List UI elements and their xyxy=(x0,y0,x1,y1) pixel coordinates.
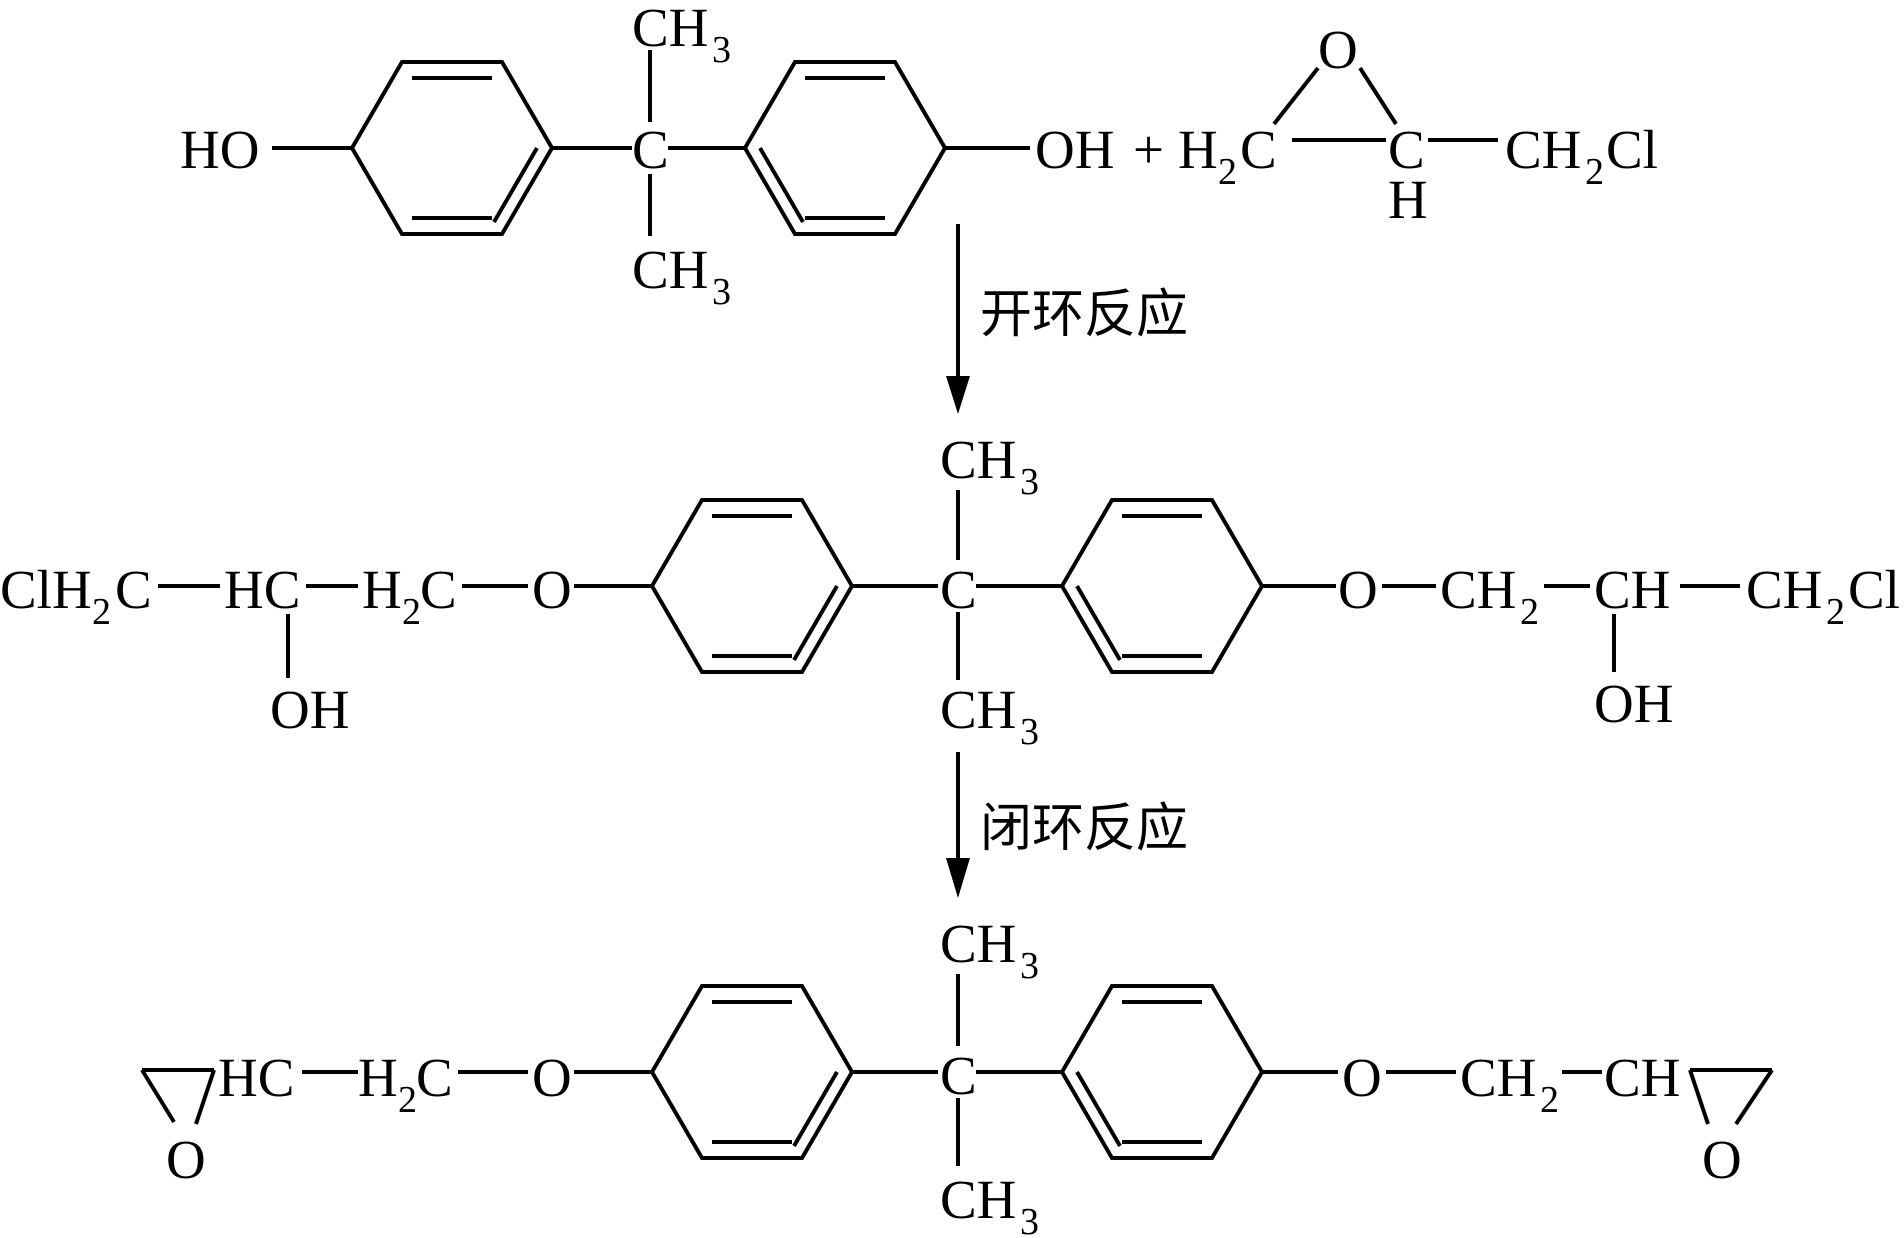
carbon-label: C xyxy=(416,1047,453,1108)
epoxide-oxygen-label: O xyxy=(1318,19,1358,80)
methyl-label: CH xyxy=(632,0,708,58)
methyl-label: CH xyxy=(940,1169,1016,1230)
reaction-arrow xyxy=(946,224,970,414)
hydrogen-label: H xyxy=(1388,169,1428,230)
chloromethyl-label: ClH xyxy=(0,559,92,620)
benzene-ring xyxy=(1059,984,1265,1160)
chlorohydrin-ether-molecule: ClH 2 C HC OH H 2 C O C CH 3 CH 3 xyxy=(0,429,1900,753)
benzene-ring xyxy=(649,984,855,1160)
quaternary-carbon-label: C xyxy=(940,559,977,620)
subscript-label: 2 xyxy=(1520,591,1539,633)
subscript-label: 2 xyxy=(92,591,111,633)
carbon-label: C xyxy=(1240,119,1277,180)
subscript-label: 2 xyxy=(398,1079,417,1121)
ether-oxygen-label: O xyxy=(1338,559,1378,620)
plus-sign: + xyxy=(1133,119,1164,180)
epoxide-oxygen-label: O xyxy=(1702,1129,1742,1190)
methylene-label: H xyxy=(362,559,402,620)
subscript-label: 3 xyxy=(1020,461,1039,503)
ring-opening-label: 开环反应 xyxy=(980,285,1188,345)
methine-label: HC xyxy=(218,1047,294,1108)
carbon-label: C xyxy=(420,559,457,620)
subscript-label: 2 xyxy=(1540,1079,1559,1121)
subscript-label: 2 xyxy=(1585,151,1604,193)
methylene-label: CH xyxy=(1440,559,1516,620)
ether-oxygen-label: O xyxy=(532,1047,572,1108)
quaternary-carbon-label: C xyxy=(940,1045,977,1106)
subscript-label: 3 xyxy=(1020,1201,1039,1238)
benzene-ring xyxy=(1059,498,1265,674)
methine-label: CH xyxy=(1604,1047,1680,1108)
methine-label: CH xyxy=(1594,559,1670,620)
benzene-ring xyxy=(649,498,855,674)
methyl-label: CH xyxy=(940,429,1016,490)
subscript-label: 3 xyxy=(712,271,731,313)
epichlorohydrin-molecule: H 2 C O C H CH 2 Cl xyxy=(1178,19,1658,230)
methylene-label: H xyxy=(358,1047,398,1108)
chlorine-label: Cl xyxy=(1606,119,1658,180)
methyl-label: CH xyxy=(940,679,1016,740)
chloromethyl-label: CH xyxy=(1746,559,1822,620)
diglycidyl-ether-molecule: O HC H 2 C O C CH 3 CH 3 O CH xyxy=(140,913,1774,1238)
bisphenol-a-molecule: HO C CH 3 CH 3 OH xyxy=(180,0,1114,313)
hydroxyl-label: OH xyxy=(1594,673,1673,734)
methine-label: HC xyxy=(224,559,300,620)
benzene-ring xyxy=(349,60,555,236)
chloromethyl-label: CH xyxy=(1505,119,1581,180)
methylene-label: CH xyxy=(1460,1047,1536,1108)
subscript-label: 3 xyxy=(712,29,731,71)
ring-closing-label: 闭环反应 xyxy=(980,799,1188,859)
carbon-label: C xyxy=(115,559,152,620)
subscript-label: 3 xyxy=(1020,945,1039,987)
subscript-label: 2 xyxy=(402,591,421,633)
subscript-label: 2 xyxy=(1826,591,1845,633)
ether-oxygen-label: O xyxy=(1342,1047,1382,1108)
chlorine-label: Cl xyxy=(1848,559,1900,620)
hydroxyl-label: OH xyxy=(1035,119,1114,180)
carbon-label: C xyxy=(1388,119,1425,180)
epoxide-oxygen-label: O xyxy=(166,1129,206,1190)
subscript-label: 2 xyxy=(1218,151,1237,193)
hydroxyl-label: OH xyxy=(270,679,349,740)
quaternary-carbon-label: C xyxy=(632,119,669,180)
benzene-ring xyxy=(742,60,948,236)
methylene-label: H xyxy=(1178,119,1218,180)
methyl-label: CH xyxy=(632,239,708,300)
subscript-label: 3 xyxy=(1020,711,1039,753)
ether-oxygen-label: O xyxy=(532,559,572,620)
methyl-label: CH xyxy=(940,913,1016,974)
reaction-arrow xyxy=(946,752,970,898)
hydroxyl-label: HO xyxy=(180,119,259,180)
